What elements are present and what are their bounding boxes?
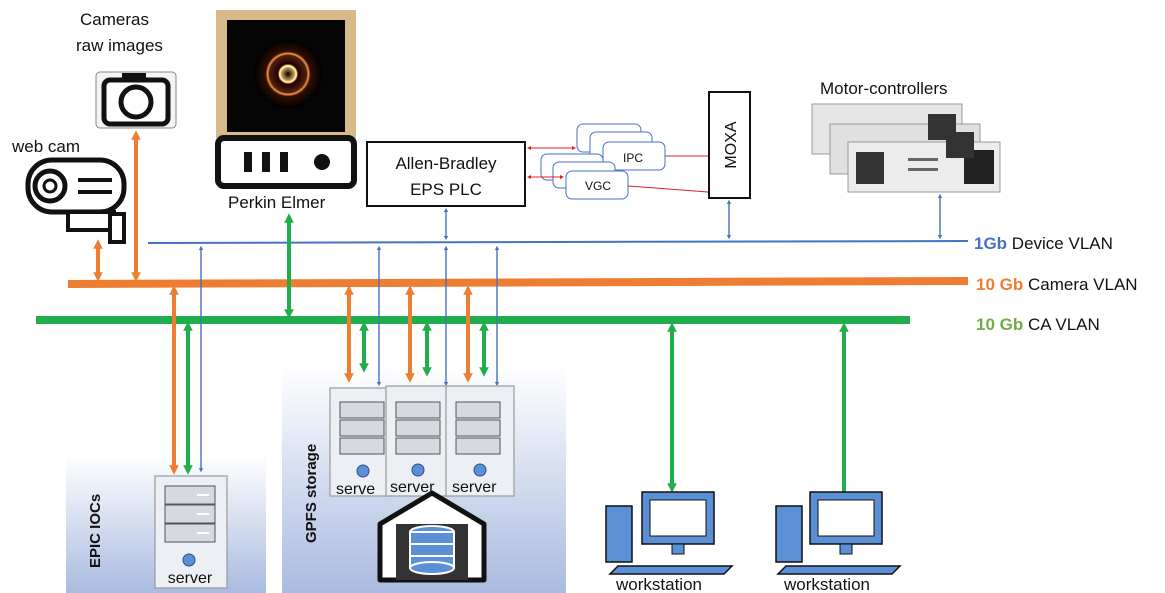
moxa-label: MOXA <box>723 121 740 168</box>
cameras-label-line2: raw images <box>76 36 163 55</box>
vgc-moxa-link <box>627 185 709 193</box>
ioc-server-label: server <box>168 570 213 587</box>
gpfs-server-icon-2 <box>385 385 449 497</box>
ipc-label: IPC <box>623 151 643 165</box>
camera-vlan-line <box>67 277 969 288</box>
gpfs-server-label-2: server <box>390 479 435 496</box>
camera-icon <box>95 71 177 129</box>
workstation-label-1: workstation <box>615 575 702 593</box>
gpfs-server-label-1: serve <box>336 481 375 498</box>
gpfs-server-icon-1 <box>329 387 393 497</box>
camera-vlan-label: 10 Gb Camera VLAN <box>976 275 1138 294</box>
gpfs-server-label-3: server <box>452 479 497 496</box>
webcam-label: web cam <box>11 137 80 156</box>
gpfs-server-icon-3 <box>445 385 515 497</box>
ca-vlan-label: 10 Gb CA VLAN <box>976 315 1100 334</box>
plc-label-line1: Allen-Bradley <box>395 154 497 173</box>
ipc-vgc-cards <box>540 123 666 200</box>
motor-controllers-label: Motor-controllers <box>820 79 948 98</box>
storage-warehouse-icon <box>377 490 487 583</box>
plc-box <box>366 141 526 207</box>
device-vlan-label: 1Gb Device VLAN <box>974 234 1113 253</box>
moxa-box <box>708 91 751 199</box>
epic-iocs-label: EPIC IOCs <box>87 494 104 568</box>
plc-label-line2: EPS PLC <box>410 180 482 199</box>
perkin-elmer-label: Perkin Elmer <box>228 193 326 212</box>
vgc-label: VGC <box>585 179 611 193</box>
gpfs-storage-label: GPFS storage <box>303 444 320 543</box>
workstation-icon-2 <box>775 491 902 575</box>
motor-controller-icon <box>811 103 1001 193</box>
workstation-icon-1 <box>605 491 734 575</box>
workstation-label-2: workstation <box>783 575 870 593</box>
perkin-elmer-detector-icon <box>215 10 357 189</box>
device-vlan-line <box>147 240 969 244</box>
webcam-icon <box>25 157 127 244</box>
cameras-label-line1: Cameras <box>80 10 149 29</box>
ioc-server-icon <box>154 475 228 589</box>
